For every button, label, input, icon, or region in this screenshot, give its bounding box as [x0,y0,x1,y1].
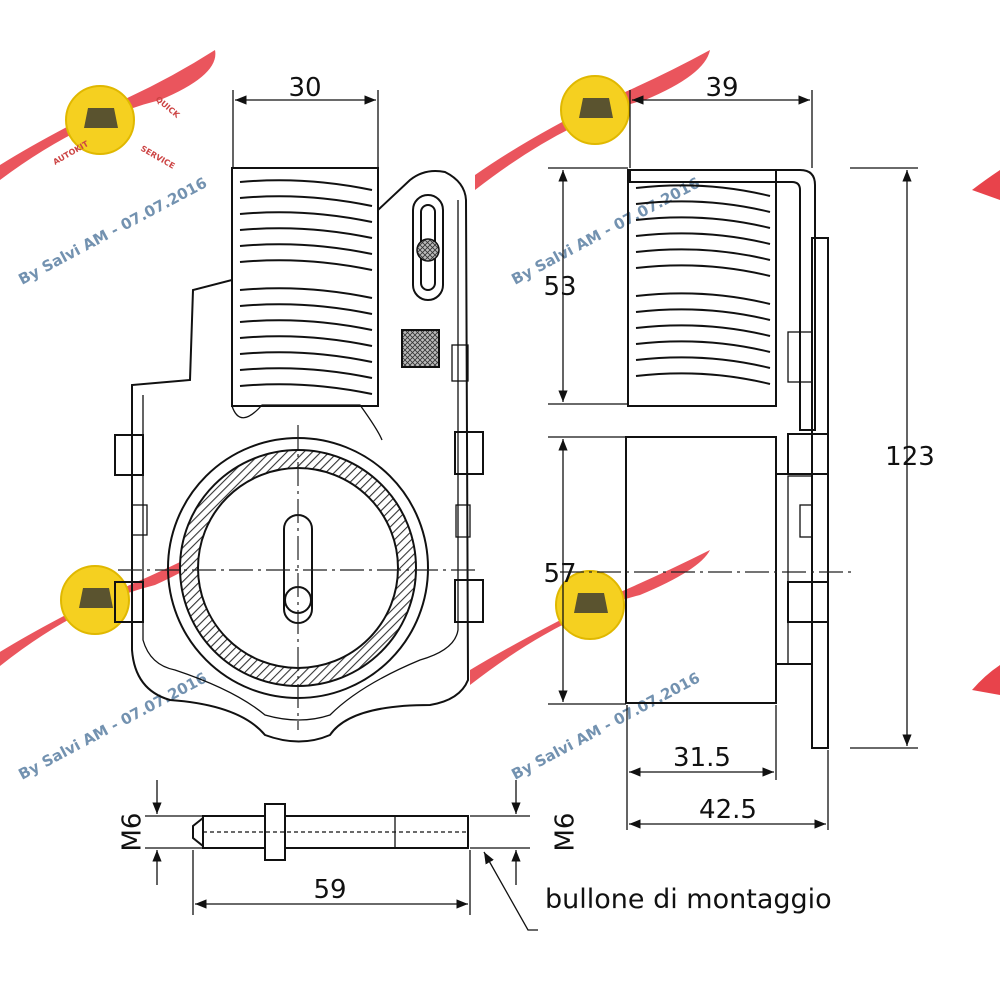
dim-pulley-width: 31.5 [673,743,731,773]
watermark-logo-mid-left [0,545,215,667]
front-tab-right-lower [454,579,484,623]
dim-spring-height: 53 [543,272,576,302]
dim-total-width: 42.5 [699,795,757,825]
side-spring-housing [627,169,777,407]
watermark-tag: QUICK [154,95,182,121]
watermark-text-1: By Salvi AM - 07.07.2016 [15,174,210,289]
side-spring-coils [635,184,771,385]
watermark-sub: SERVICE [139,144,176,171]
front-tab-right-upper [454,431,484,475]
watermark-brand: AUTOKIT [52,139,91,167]
dim-total-height: 123 [885,442,935,472]
side-tab-lower [787,581,829,623]
front-tab-left-mid [131,504,148,536]
watermark-layer: AUTOKIT SERVICE QUICK By Salvi AM - 07.0… [0,50,1000,784]
watermark-text-3: By Salvi AM - 07.07.2016 [15,669,210,784]
dim-pulley-height: 57 [543,559,576,589]
bolt-caption: bullone di montaggio [545,884,832,915]
front-view [114,167,484,743]
mounting-bolt [192,803,469,861]
watermark-logo-mid-center [470,550,710,685]
front-adjust-slot [412,194,444,301]
watermark-wing-edge-top [972,170,1000,200]
dim-spring-width: 30 [288,73,321,103]
dim-bolt-thread-right: M6 [551,813,581,852]
front-spring-housing [231,167,379,407]
side-pulley-hub [775,473,813,665]
dim-bolt-length: 59 [313,875,346,905]
front-tab-left-lower [114,581,144,623]
side-pulley [625,436,777,704]
side-hub-inner [787,475,813,665]
watermark-text-2: By Salvi AM - 07.07.2016 [508,174,703,289]
front-spring-lower-curve [231,404,383,441]
dim-side-width: 39 [705,73,738,103]
watermark-logo-top-left: AUTOKIT SERVICE QUICK [0,50,216,180]
dimension-lines [145,90,918,931]
bolt-shank-right [284,815,469,849]
watermark-logo-top-center [475,50,710,190]
front-adjust-pin [416,238,440,262]
side-plate-tab-top [787,331,813,383]
side-spring-bracket [629,169,816,431]
side-view [560,169,855,749]
dim-bolt-thread-left: M6 [118,813,148,852]
front-base-plate [131,167,470,743]
front-square-stop [401,329,440,368]
front-tab-right-mid [455,504,471,538]
front-plate-inner [142,200,459,721]
side-tab-mid [799,504,813,538]
dimension-labels: 30 39 53 57 123 31.5 42.5 59 M6 M6 bullo… [118,73,935,915]
bolt-tip [192,815,204,849]
front-tab-right-top [451,344,469,382]
watermark-wing-edge-mid [972,665,1000,695]
front-tab-left-upper [114,434,144,476]
side-tab-upper [787,433,829,475]
front-spring-coils [239,179,373,395]
